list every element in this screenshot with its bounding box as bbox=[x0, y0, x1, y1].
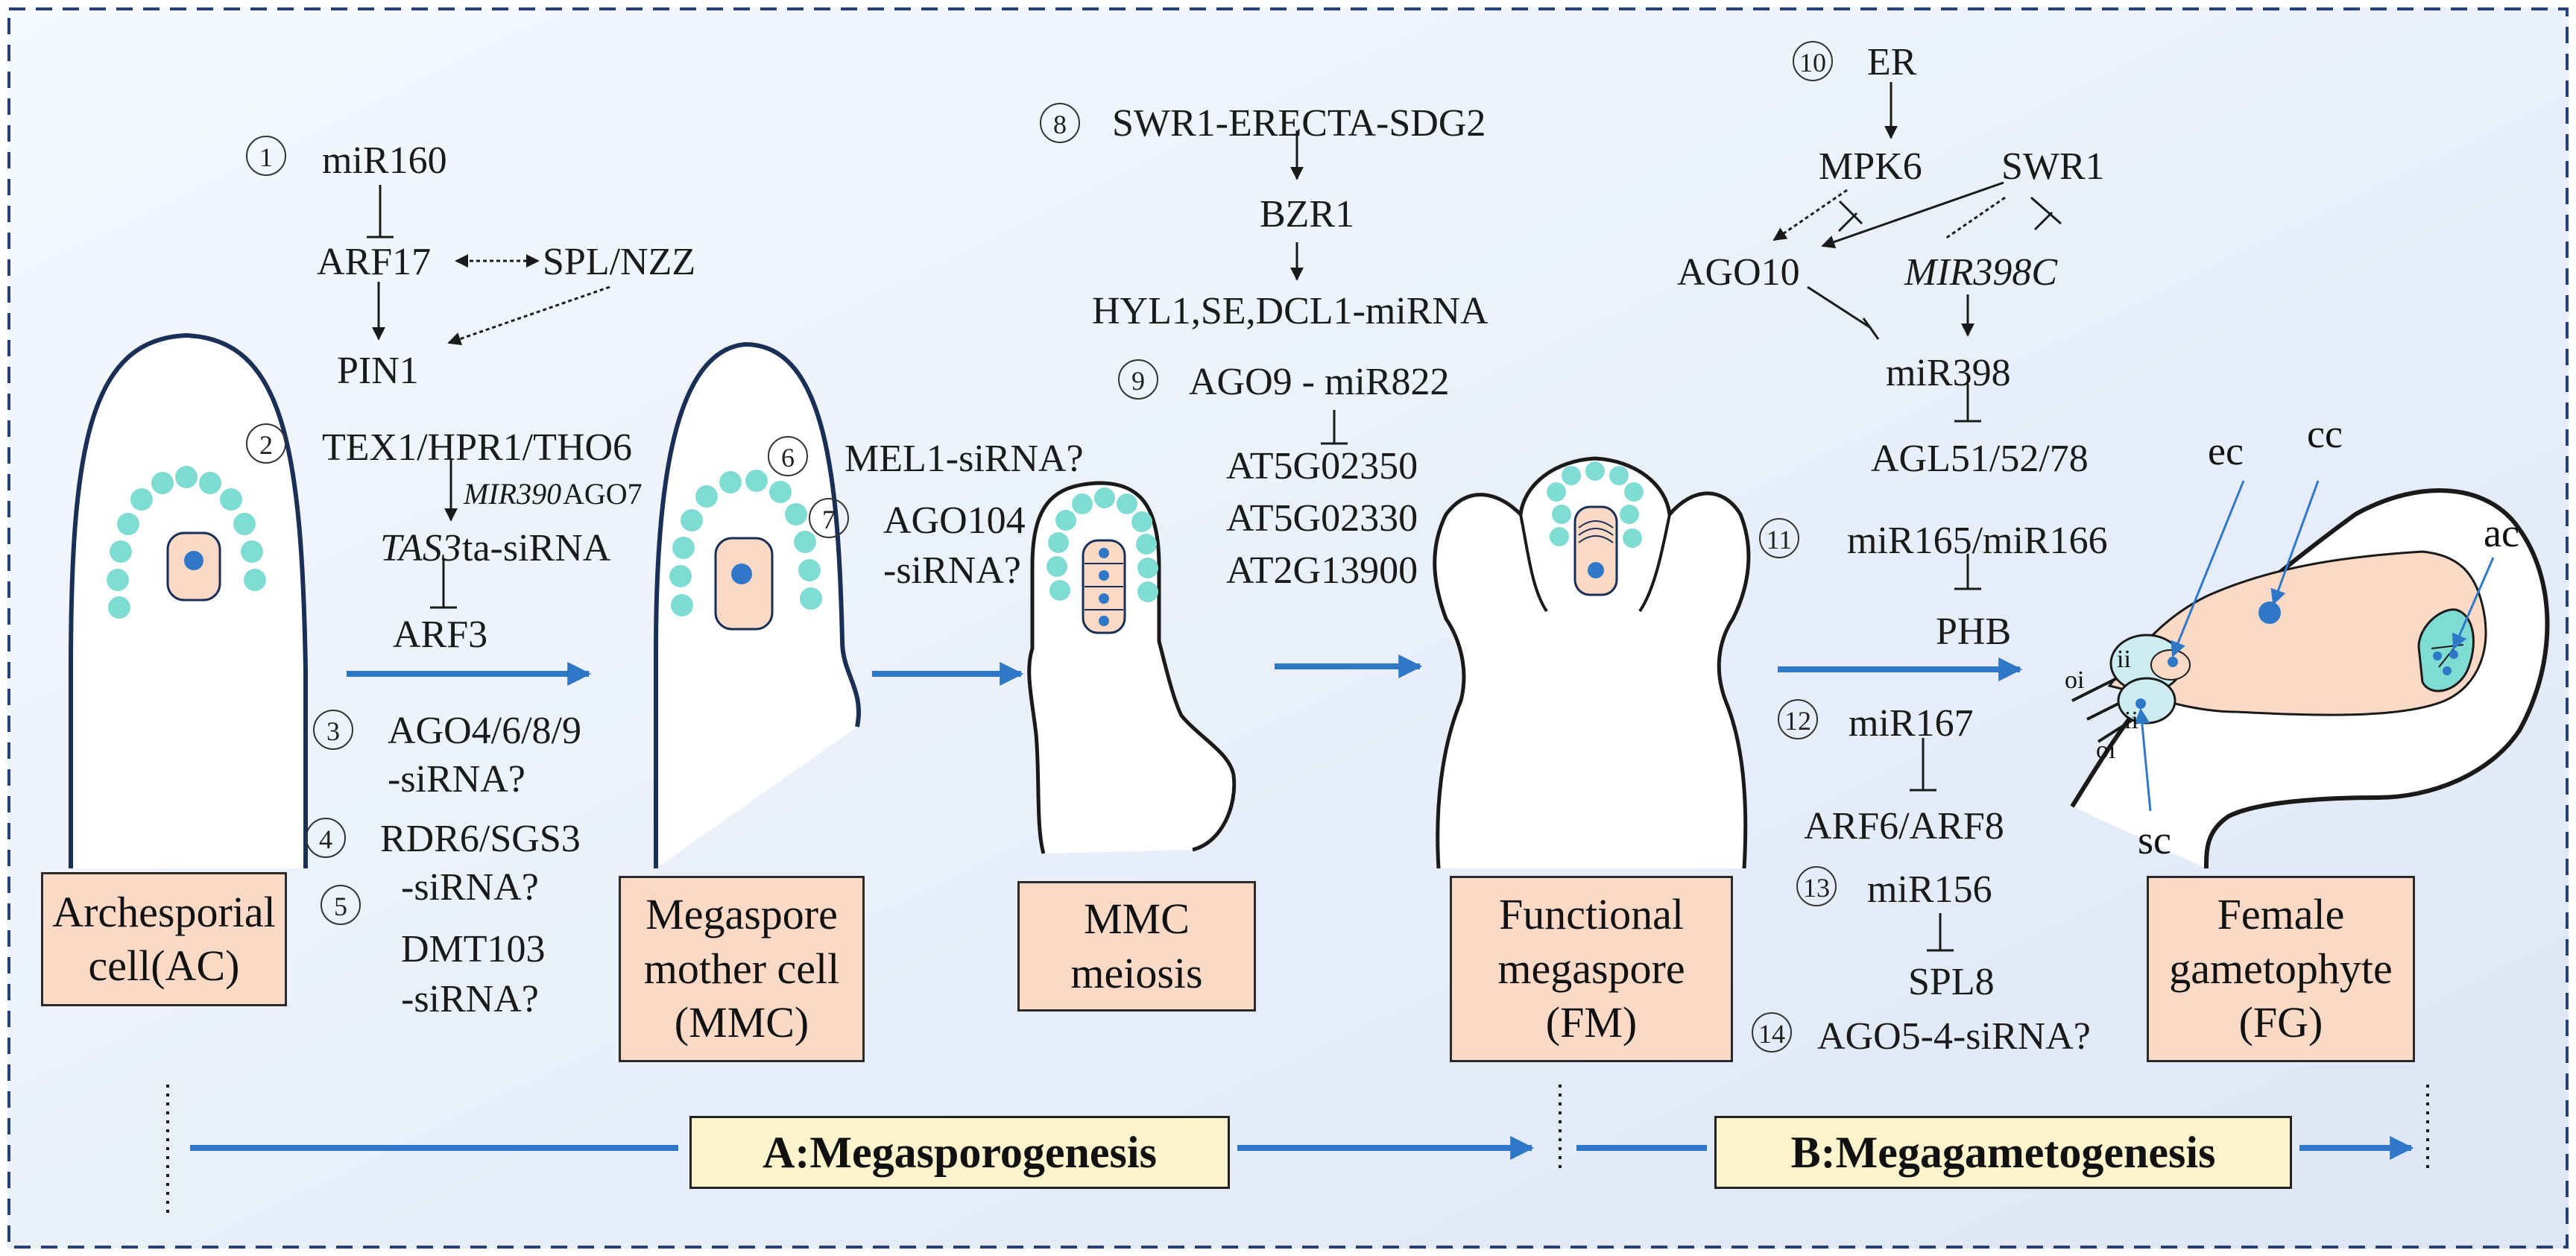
pathway-number-4: 4 bbox=[306, 818, 346, 858]
diagram-background bbox=[7, 7, 2569, 1249]
dashed-frame bbox=[7, 7, 2569, 1249]
p2-tex1: TEX1/HPR1/THO6 bbox=[322, 426, 632, 469]
fg-label-cc: cc bbox=[2307, 411, 2343, 456]
pathway-number-11: 11 bbox=[1759, 518, 1799, 558]
pathway-number-14: 14 bbox=[1752, 1012, 1792, 1053]
p1-mir160: miR160 bbox=[322, 139, 447, 182]
pathway-number-12: 12 bbox=[1778, 699, 1818, 739]
meiosis-ovule-illustration bbox=[1027, 481, 1237, 854]
p9-gene1: AT5G02350 bbox=[1226, 445, 1418, 487]
pathway-number-10: 10 bbox=[1793, 41, 1833, 81]
p9-ago9: AGO9 - miR822 bbox=[1189, 361, 1450, 403]
p3-line2: -siRNA? bbox=[388, 758, 525, 801]
p10-mir398c: MIR398C bbox=[1904, 251, 2058, 294]
p4-line1: RDR6/SGS3 bbox=[380, 818, 581, 860]
pathway-number-5: 5 bbox=[321, 885, 361, 925]
ac-ovule-illustration bbox=[69, 332, 308, 868]
p12-mir167: miR167 bbox=[1849, 702, 1974, 745]
fg-label-oi-bottom: oi bbox=[2096, 736, 2116, 764]
fg-ovule-illustration bbox=[2070, 480, 2550, 869]
p2-tasirna: ta-siRNA bbox=[462, 527, 611, 569]
fg-label-ec: ec bbox=[2208, 429, 2244, 473]
stage-box-fg: Female gametophyte (FG) bbox=[2147, 876, 2415, 1062]
p1-arf17: ARF17 bbox=[317, 241, 432, 283]
pathway-connectors bbox=[367, 82, 2062, 952]
p8-swr1-erecta: SWR1-ERECTA-SDG2 bbox=[1112, 102, 1486, 145]
pathway-number-6: 6 bbox=[768, 436, 808, 476]
p10-swr1: SWR1 bbox=[2001, 145, 2105, 188]
p9-gene2: AT5G02330 bbox=[1226, 497, 1418, 540]
p10-mir398: miR398 bbox=[1886, 352, 2011, 394]
p5-line2: -siRNA? bbox=[401, 978, 539, 1020]
p10-er: ER bbox=[1867, 41, 1917, 83]
p2-tas3: TAS3 bbox=[380, 527, 461, 569]
p1-pin1: PIN1 bbox=[337, 350, 419, 392]
stage-label-meiosis: MMC meiosis bbox=[1070, 894, 1203, 997]
p13-spl8: SPL8 bbox=[1908, 961, 1995, 1003]
stage-label-ac: Archesporial cell(AC) bbox=[52, 887, 276, 991]
p3-line1: AGO4/6/8/9 bbox=[388, 710, 581, 752]
pathway-number-2: 2 bbox=[246, 423, 286, 464]
p8-hyl1: HYL1,SE,DCL1-miRNA bbox=[1092, 290, 1489, 332]
p9-gene3: AT2G13900 bbox=[1226, 549, 1418, 592]
phase-box-megasporogenesis: A:Megasporogenesis bbox=[689, 1116, 1230, 1189]
p10-ago10: AGO10 bbox=[1677, 251, 1800, 294]
p1-spl-nzz: SPL/NZZ bbox=[543, 241, 696, 283]
stage-label-fm: Functional megaspore (FM) bbox=[1497, 890, 1685, 1047]
p4-line2: -siRNA? bbox=[401, 866, 539, 909]
phase-box-megagametogenesis: B:Megagametogenesis bbox=[1714, 1116, 2292, 1189]
pathway-number-1: 1 bbox=[246, 136, 286, 176]
p5-line1: DMT103 bbox=[401, 928, 546, 971]
stage-label-fg: Female gametophyte (FG) bbox=[2169, 890, 2393, 1047]
fg-label-oi-top: oi bbox=[2065, 666, 2085, 694]
fm-ovule-illustration bbox=[1433, 456, 1751, 869]
p7-line1: AGO104 bbox=[883, 499, 1026, 542]
p11-mir165: miR165/miR166 bbox=[1847, 520, 2108, 562]
pathway-number-7: 7 bbox=[809, 498, 849, 538]
pathway-number-13: 13 bbox=[1796, 866, 1837, 906]
mmc-ovule-illustration bbox=[654, 341, 861, 868]
p2-mir390: MIR390 bbox=[464, 477, 562, 511]
p2-ago7: AGO7 bbox=[563, 477, 643, 511]
p8-bzr1: BZR1 bbox=[1260, 193, 1355, 236]
fg-label-ii-top: ii bbox=[2117, 646, 2131, 673]
stage-box-fm: Functional megaspore (FM) bbox=[1450, 876, 1733, 1062]
stage-box-ac: Archesporial cell(AC) bbox=[41, 872, 287, 1006]
p13-mir156: miR156 bbox=[1867, 868, 1992, 911]
phase-label-a: A:Megasporogenesis bbox=[763, 1127, 1157, 1177]
phase-label-b: B:Megagametogenesis bbox=[1790, 1127, 2216, 1177]
fg-label-sc: sc bbox=[2138, 818, 2171, 862]
stage-arrows bbox=[190, 654, 2414, 1160]
stage-box-meiosis: MMC meiosis bbox=[1017, 881, 1256, 1012]
p14-ago5: AGO5-4-siRNA? bbox=[1817, 1015, 2091, 1058]
p10-mpk6: MPK6 bbox=[1819, 145, 1922, 188]
p11-phb: PHB bbox=[1936, 610, 2012, 653]
fg-label-ii-bottom: ii bbox=[2124, 707, 2138, 734]
pathway-number-8: 8 bbox=[1040, 103, 1080, 143]
stage-label-mmc: Megaspore mother cell (MMC) bbox=[643, 890, 840, 1047]
p10-agl: AGL51/52/78 bbox=[1871, 438, 2089, 480]
p7-line2: -siRNA? bbox=[883, 549, 1021, 592]
fg-label-ac: ac bbox=[2484, 511, 2519, 555]
p2-arf3: ARF3 bbox=[393, 613, 488, 656]
stage-box-mmc: Megaspore mother cell (MMC) bbox=[619, 876, 865, 1062]
p12-arf6-arf8: ARF6/ARF8 bbox=[1804, 805, 2004, 848]
pathway-number-3: 3 bbox=[313, 710, 353, 750]
p6-mel1: MEL1-siRNA? bbox=[845, 438, 1084, 480]
pathway-number-9: 9 bbox=[1118, 359, 1158, 400]
